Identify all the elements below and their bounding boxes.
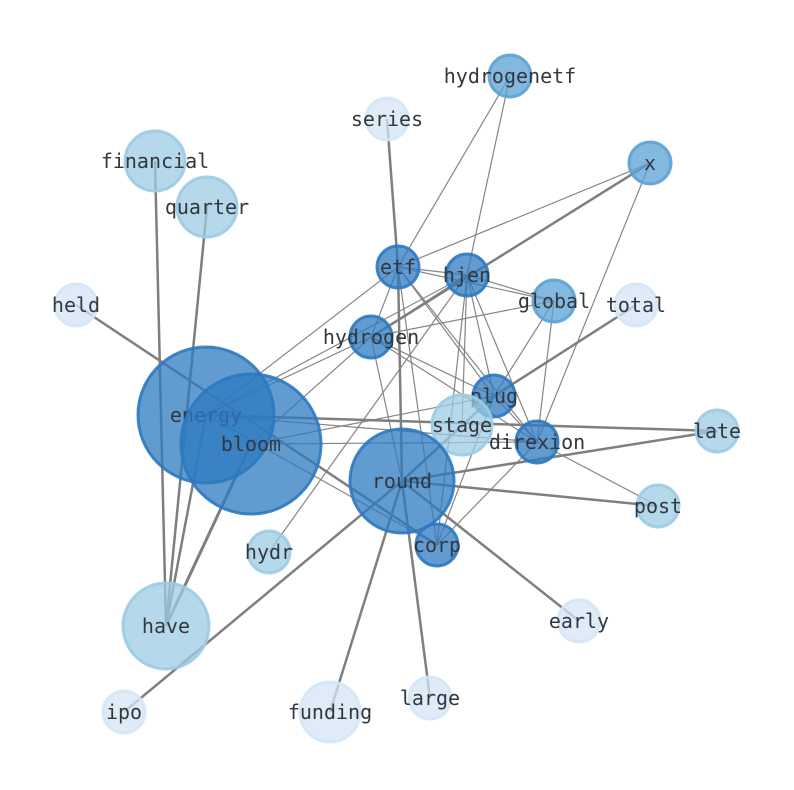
- node-circle-large: [407, 675, 453, 721]
- node-circle-direxion: [514, 419, 560, 465]
- node-circle-hjen: [444, 252, 490, 298]
- edge-hydrogen-plug: [370, 336, 495, 397]
- node-layer: hydrogenetf series financial x quarter etf hje…: [52, 53, 741, 744]
- node-label-direxion: direxion: [489, 430, 585, 454]
- node-label-hydrogen: hydrogen: [323, 325, 419, 349]
- node-circle-total: [613, 282, 659, 328]
- node-ipo[interactable]: ipo: [101, 689, 147, 735]
- node-label-total: total: [606, 293, 666, 317]
- edge-round-ipo: [123, 480, 403, 713]
- node-circle-etf: [375, 244, 421, 290]
- node-label-funding: funding: [288, 700, 372, 724]
- node-label-have: have: [142, 614, 190, 638]
- node-direxion[interactable]: direxion: [489, 419, 585, 465]
- node-bloom[interactable]: bloom: [179, 372, 323, 516]
- node-large[interactable]: large: [400, 675, 460, 721]
- edge-plug-total: [493, 303, 637, 398]
- node-hydrogen[interactable]: hydrogen: [323, 314, 419, 360]
- node-circle-ipo: [101, 689, 147, 735]
- node-circle-global: [531, 278, 577, 324]
- node-hydr[interactable]: hydr: [245, 529, 293, 575]
- edge-global-direxion: [536, 300, 555, 443]
- node-label-stage: stage: [432, 413, 492, 437]
- node-label-ipo: ipo: [106, 700, 142, 724]
- node-early[interactable]: early: [549, 598, 609, 644]
- node-circle-x: [627, 140, 673, 186]
- node-label-round: round: [372, 469, 432, 493]
- edge-global-hydrogen: [370, 300, 555, 338]
- node-label-hydr: hydr: [245, 540, 293, 564]
- node-label-hjen: hjen: [443, 263, 491, 287]
- node-circle-late: [694, 408, 740, 454]
- node-label-held: held: [52, 293, 100, 317]
- node-total[interactable]: total: [606, 282, 666, 328]
- edge-hydrogenetf-etf: [397, 75, 511, 268]
- node-financial[interactable]: financial: [101, 129, 209, 193]
- edge-direxion-corp: [436, 441, 538, 546]
- node-circle-hydr: [246, 529, 292, 575]
- node-label-post: post: [634, 494, 682, 518]
- node-label-corp: corp: [413, 533, 461, 557]
- node-circle-post: [635, 483, 681, 529]
- node-global[interactable]: global: [518, 278, 590, 324]
- node-post[interactable]: post: [634, 483, 682, 529]
- node-circle-have: [121, 581, 211, 671]
- node-label-x: x: [644, 151, 656, 175]
- node-circle-quarter: [175, 175, 239, 239]
- node-stage[interactable]: stage: [430, 393, 494, 457]
- edge-x-hydrogen: [370, 161, 651, 339]
- node-label-series: series: [351, 107, 423, 131]
- node-label-late: late: [693, 419, 741, 443]
- node-corp[interactable]: corp: [413, 522, 461, 568]
- edge-x-etf: [397, 162, 651, 268]
- node-hjen[interactable]: hjen: [443, 252, 491, 298]
- node-quarter[interactable]: quarter: [165, 175, 249, 239]
- node-funding[interactable]: funding: [288, 680, 372, 744]
- node-circle-hydrogenetf: [487, 53, 533, 99]
- edge-hydrogen-direxion: [370, 336, 538, 443]
- node-label-etf: etf: [380, 255, 416, 279]
- node-circle-series: [364, 96, 410, 142]
- node-etf[interactable]: etf: [375, 244, 421, 290]
- node-hydrogenetf[interactable]: hydrogenetf: [444, 53, 576, 99]
- node-circle-early: [556, 598, 602, 644]
- node-late[interactable]: late: [693, 408, 741, 454]
- node-have[interactable]: have: [121, 581, 211, 671]
- node-held[interactable]: held: [52, 282, 100, 328]
- node-label-early: early: [549, 609, 609, 633]
- node-circle-hydrogen: [348, 314, 394, 360]
- node-label-hydrogenetf: hydrogenetf: [444, 64, 576, 88]
- node-label-bloom: bloom: [221, 432, 281, 456]
- edge-direxion-post: [536, 441, 659, 507]
- edge-hydrogenetf-hjen: [466, 75, 511, 276]
- node-circle-held: [53, 282, 99, 328]
- node-circle-bloom: [179, 372, 323, 516]
- node-label-quarter: quarter: [165, 195, 249, 219]
- node-circle-funding: [298, 680, 362, 744]
- node-circle-stage: [430, 393, 494, 457]
- node-circle-round: [348, 427, 456, 535]
- edge-series-etf: [385, 118, 400, 268]
- node-label-global: global: [518, 289, 590, 313]
- edge-hjen-hydr: [268, 274, 468, 553]
- node-circle-corp: [414, 522, 460, 568]
- edge-etf-direxion: [397, 266, 538, 443]
- node-circle-financial: [123, 129, 187, 193]
- node-x[interactable]: x: [627, 140, 673, 186]
- node-round[interactable]: round: [348, 427, 456, 535]
- edge-hjen-direxion: [466, 274, 538, 443]
- node-label-large: large: [400, 686, 460, 710]
- edge-etf-plug: [397, 266, 495, 397]
- node-label-financial: financial: [101, 149, 209, 173]
- edge-x-direxion: [536, 162, 651, 443]
- node-series[interactable]: series: [351, 96, 423, 142]
